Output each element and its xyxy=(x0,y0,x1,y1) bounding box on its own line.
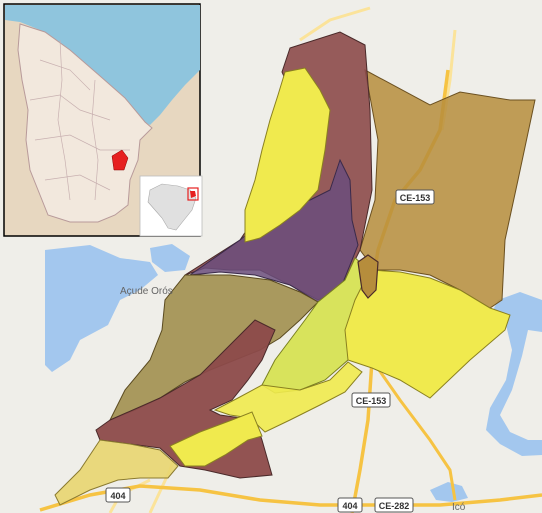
svg-text:CE-282: CE-282 xyxy=(379,501,410,511)
inset-sea xyxy=(5,5,200,125)
inset-municipal-borders xyxy=(29,39,130,201)
ceara-locator-map xyxy=(17,23,153,223)
road-shield-ce282: CE-282 xyxy=(374,497,414,513)
district-yellow-southwest xyxy=(169,411,263,467)
district-yellow-north xyxy=(244,67,331,243)
inset-country-locator xyxy=(139,175,203,237)
inset-highlight-municipality xyxy=(111,149,129,171)
reservoir-label: Açude Orós xyxy=(120,286,173,297)
inset-highlight-box xyxy=(187,187,199,201)
svg-text:CE-153: CE-153 xyxy=(400,193,431,203)
inset-state-locator xyxy=(3,3,201,237)
reservoir-water xyxy=(45,244,190,372)
svg-text:404: 404 xyxy=(110,491,125,501)
brazil-locator-map xyxy=(147,183,197,231)
pond-water xyxy=(430,482,468,502)
road-shield-404-west: 404 xyxy=(105,487,131,503)
road-shield-ce153-north: CE-153 xyxy=(395,189,435,205)
district-seat xyxy=(357,254,379,299)
road-shield-404-east: 404 xyxy=(337,497,363,513)
road-to-ico xyxy=(370,359,457,501)
district-yellow-east xyxy=(344,269,511,399)
river-water xyxy=(486,292,542,456)
svg-text:404: 404 xyxy=(342,501,357,511)
inset-highlight-state xyxy=(190,191,196,198)
road-shield-ce153-south: CE-153 xyxy=(351,392,391,408)
svg-text:CE-153: CE-153 xyxy=(356,396,387,406)
town-label: Icó xyxy=(452,502,466,513)
district-tan-southwest xyxy=(54,439,179,506)
